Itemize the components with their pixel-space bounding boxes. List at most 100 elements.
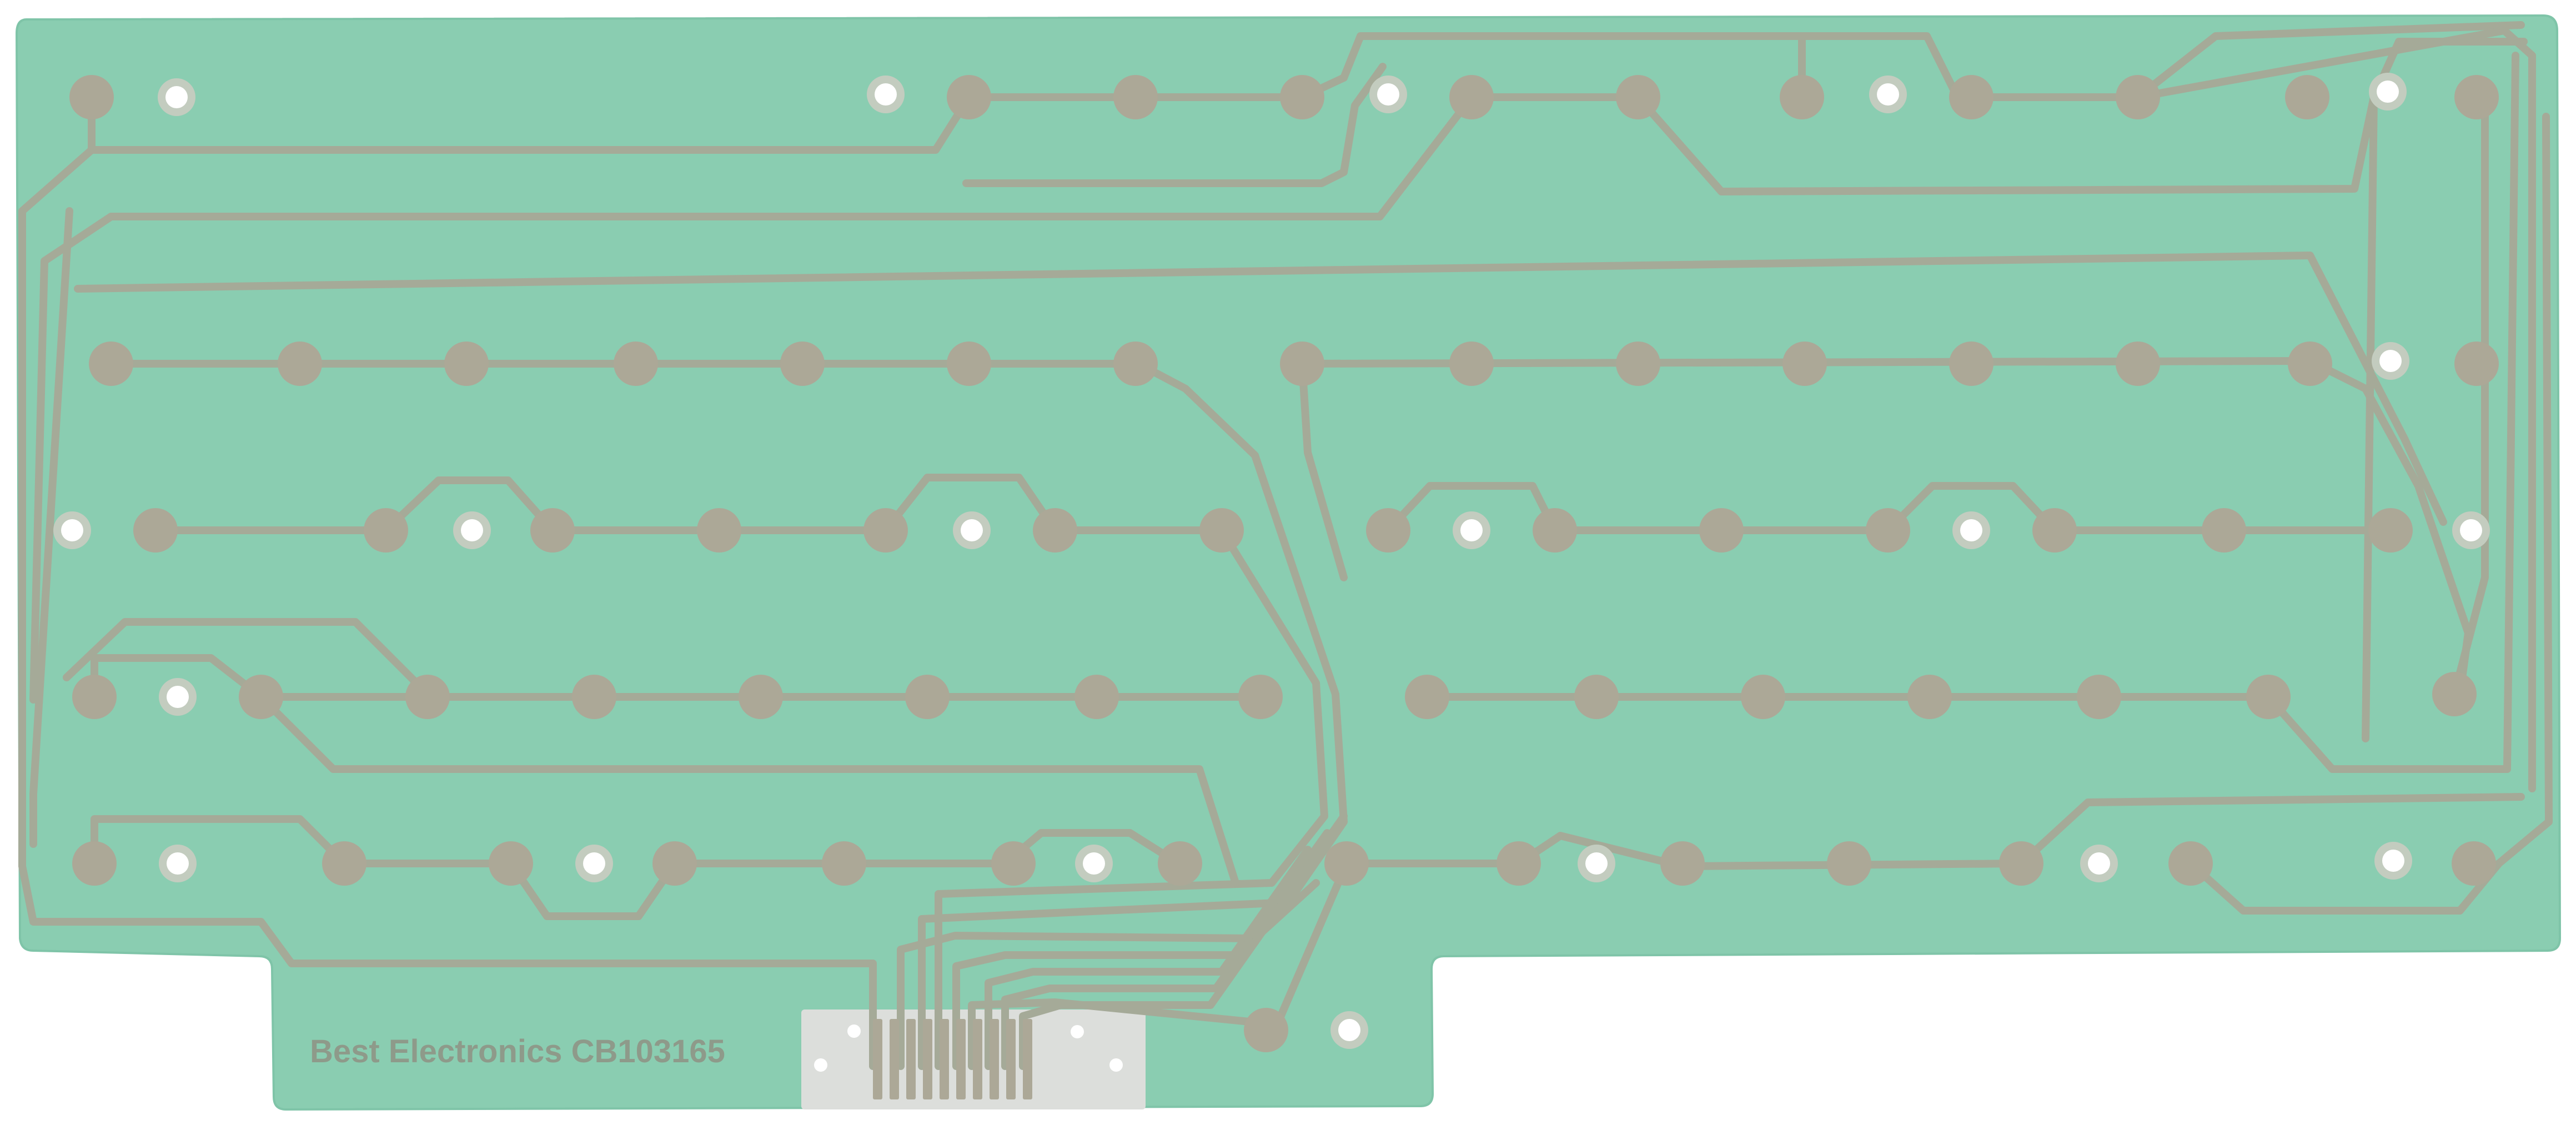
mounting-hole <box>2379 350 2402 372</box>
plate-hole <box>847 1024 861 1038</box>
contact-pad <box>2452 841 2496 886</box>
mounting-hole <box>2377 81 2399 103</box>
circuit-trace <box>18 146 877 1070</box>
contact-pad <box>991 841 1036 886</box>
contact-pad <box>822 841 866 886</box>
mounting-holes <box>53 73 2490 1049</box>
plate-hole <box>1071 1025 1084 1038</box>
circuit-trace <box>74 252 2447 526</box>
contact-pad <box>905 675 950 719</box>
contact-pad <box>1449 341 1494 386</box>
mounting-hole <box>61 519 83 541</box>
contact-pad <box>1574 675 1619 719</box>
circuit-trace <box>968 860 1350 1070</box>
contact-pad <box>1866 508 1910 553</box>
contact-pad <box>2246 675 2291 719</box>
contact-pad <box>947 341 991 386</box>
contact-pad <box>1324 841 1369 886</box>
circuit-trace <box>1001 829 1331 1070</box>
contact-pad <box>1280 75 1324 119</box>
mounting-hole <box>1338 1019 1360 1041</box>
mounting-hole <box>2382 850 2404 872</box>
connector-finger <box>956 1019 966 1099</box>
mounting-hole <box>1460 519 1483 541</box>
contact-pad <box>1699 508 1744 553</box>
contact-pad <box>1907 675 1952 719</box>
contact-pad <box>1497 841 1541 886</box>
mounting-hole <box>1960 519 1982 541</box>
circuit-trace <box>2451 93 2489 698</box>
contact-pad <box>2077 675 2121 719</box>
contact-pad <box>133 508 178 553</box>
circuit-trace <box>91 654 1264 701</box>
contact-pad <box>780 341 825 386</box>
circuit-trace <box>63 618 431 698</box>
connector-fingers <box>873 1019 1032 1099</box>
contact-pad <box>1113 75 1158 119</box>
contact-pad <box>2168 841 2213 886</box>
mounting-hole <box>961 519 983 541</box>
connector-plate-holes <box>814 1024 1123 1072</box>
mounting-hole <box>1585 852 1608 875</box>
connector-finger <box>873 1019 882 1099</box>
circuit-trace <box>2134 27 2536 792</box>
contact-pad <box>2032 508 2077 553</box>
circuit-trace <box>2362 93 2378 742</box>
contact-pad <box>652 841 697 886</box>
contact-pad <box>444 341 489 386</box>
contact-pad <box>239 675 283 719</box>
contact-pad <box>489 841 533 886</box>
connector-finger <box>940 1019 949 1099</box>
circuit-trace <box>1298 360 1348 581</box>
mounting-hole <box>583 852 605 875</box>
circuit-trace <box>1423 693 2511 773</box>
contact-pad <box>1366 508 1410 553</box>
contact-pad <box>2454 341 2499 386</box>
mounting-hole <box>1377 83 1399 106</box>
mounting-hole <box>1877 83 1899 106</box>
mounting-hole <box>167 686 189 708</box>
contact-pad <box>2116 75 2160 119</box>
contact-pad <box>2454 75 2499 119</box>
plate-hole <box>1109 1058 1123 1072</box>
contact-pads <box>69 75 2499 1052</box>
contact-pad <box>1199 508 1244 553</box>
contact-pad <box>1033 508 1077 553</box>
contact-pad <box>89 341 133 386</box>
contact-pad <box>2288 341 2332 386</box>
contact-pad <box>1074 675 1119 719</box>
contact-pad <box>614 341 658 386</box>
contact-pad <box>1238 675 1283 719</box>
mounting-hole <box>167 852 189 875</box>
circuit-trace <box>2503 52 2519 773</box>
connector-finger <box>923 1019 932 1099</box>
contact-pad <box>2202 508 2246 553</box>
contact-pad <box>1660 841 1705 886</box>
circuit-trace <box>257 693 1239 887</box>
connector-finger <box>1023 1019 1032 1099</box>
plate-hole <box>814 1058 827 1072</box>
mounting-hole <box>2460 519 2482 541</box>
contact-pad <box>739 675 783 719</box>
contact-pad <box>72 675 117 719</box>
connector-finger <box>973 1019 982 1099</box>
contact-pad <box>863 508 908 553</box>
contact-pad <box>2285 75 2329 119</box>
contact-pad <box>1780 75 1824 119</box>
contact-pad <box>1280 341 1324 386</box>
circuit-trace <box>91 815 1187 920</box>
contact-pad <box>697 508 741 553</box>
contact-pad <box>1999 841 2043 886</box>
contact-pad <box>947 75 991 119</box>
mounting-hole <box>461 519 483 541</box>
contact-pad <box>1616 341 1660 386</box>
contact-pad <box>530 508 575 553</box>
contact-pad <box>572 675 616 719</box>
mounting-hole <box>875 83 897 106</box>
circuit-trace <box>88 93 1306 154</box>
connector-finger <box>906 1019 916 1099</box>
circuit-trace <box>29 207 73 848</box>
mounting-hole <box>165 86 188 108</box>
circuit-trace <box>2187 113 2553 915</box>
